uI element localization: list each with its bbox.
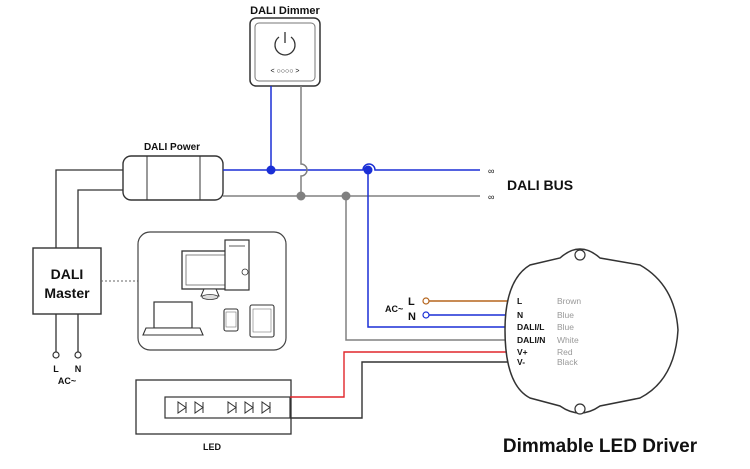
v-plus-wire	[290, 351, 510, 398]
junction-dot	[266, 165, 276, 175]
terminal-color: Black	[557, 357, 579, 367]
v-minus-wire	[290, 361, 510, 419]
terminal-pin: DALI/L	[517, 322, 544, 332]
led-label: LED	[203, 442, 222, 452]
master-line1: DALI	[51, 266, 84, 282]
master-power-wire	[77, 189, 123, 248]
led-strip	[135, 379, 292, 435]
bus-line-dali-l	[223, 163, 480, 171]
led-diode-icon	[177, 401, 271, 414]
bus-end-mark: ∞	[488, 192, 494, 202]
terminal-n	[74, 351, 82, 359]
terminal-pin: V+	[517, 347, 528, 357]
terminal-color: Blue	[557, 310, 574, 320]
terminal-pin: DALI/N	[517, 335, 545, 345]
terminal-color: Red	[557, 347, 573, 357]
terminal-l	[422, 297, 430, 305]
ac-input-l: L	[408, 296, 415, 308]
terminal-l	[52, 351, 60, 359]
terminal-n	[422, 311, 430, 319]
dali-l-wire	[367, 170, 510, 328]
dimmer-wire-gray	[300, 86, 308, 196]
ac-input-n: N	[408, 311, 416, 323]
master-power-wire	[55, 169, 123, 248]
dali-dimmer: < ○○○○ >	[249, 17, 321, 87]
driver-terminal-list: L Brown N Blue DALI/L Blue DALI/N White …	[517, 296, 581, 367]
laptop-icon	[142, 301, 204, 336]
led-driver	[504, 248, 679, 415]
master-terminal-n: N	[75, 364, 82, 374]
terminal-pin: L	[517, 296, 522, 306]
dali-power-supply	[122, 155, 224, 201]
ac-input-label: AC~	[385, 304, 403, 314]
dimmer-dots: < ○○○○ >	[271, 68, 300, 75]
master-ac-label: AC~	[58, 376, 76, 386]
bus-label: DALI BUS	[507, 177, 573, 193]
terminal-pin: V-	[517, 357, 525, 367]
phone-icon	[223, 308, 239, 332]
tablet-icon	[249, 304, 275, 338]
driver-title: Dimmable LED Driver	[503, 436, 698, 457]
terminal-color: Brown	[557, 296, 581, 306]
bus-end-mark: ∞	[488, 166, 494, 176]
dimmer-title: DALI Dimmer	[250, 5, 320, 17]
terminal-color: Blue	[557, 322, 574, 332]
power-icon	[274, 32, 296, 56]
power-title: DALI Power	[144, 142, 200, 153]
junction-dot	[296, 191, 306, 201]
dali-n-wire	[345, 196, 510, 341]
monitor-icon	[181, 239, 250, 300]
master-terminal-l: L	[53, 364, 59, 374]
dali-master: DALI Master	[32, 247, 102, 315]
terminal-color: White	[557, 335, 579, 345]
terminal-pin: N	[517, 310, 523, 320]
master-line2: Master	[44, 285, 90, 301]
control-devices-group	[137, 231, 287, 351]
